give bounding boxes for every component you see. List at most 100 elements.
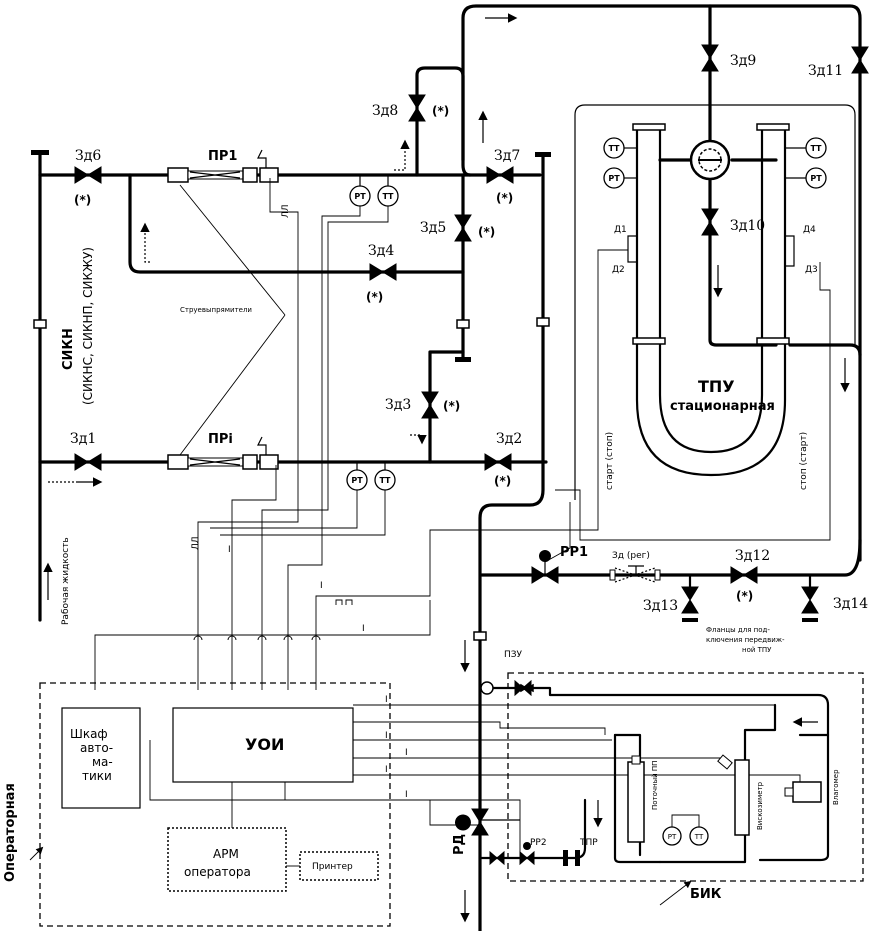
valve-labels: Зд6 (*) Зд1 Зд4 (*) Зд7 (*) Зд2 (*) Зд5 … <box>70 53 868 614</box>
flow-arrows <box>43 13 850 923</box>
valve-zd12[interactable] <box>730 566 758 584</box>
svg-text:I: I <box>385 731 388 741</box>
svg-text:ТТ: ТТ <box>383 192 394 201</box>
automation-cabinet[interactable] <box>61 707 141 809</box>
svg-text:РТ: РТ <box>608 174 620 183</box>
valve-zd8[interactable] <box>408 94 426 122</box>
svg-text:БИК: БИК <box>690 887 722 902</box>
svg-text:I: I <box>405 790 408 800</box>
svg-text:РТ: РТ <box>810 174 822 183</box>
svg-text:(*): (*) <box>736 589 753 603</box>
svg-text:Зд3: Зд3 <box>385 397 411 413</box>
svg-text:авто-: авто- <box>80 741 113 755</box>
svg-text:Влагомер: Влагомер <box>832 769 840 805</box>
bik-gauge-link <box>671 814 700 827</box>
svg-text:ЛЛ: ЛЛ <box>281 204 291 218</box>
bik-pointer <box>659 880 692 906</box>
gauge-bik-tt: ТТ <box>689 826 709 846</box>
gauge-tpu-left-rt: РТ <box>603 167 637 189</box>
svg-text:Зд4: Зд4 <box>368 243 394 259</box>
svg-text:(*): (*) <box>496 191 513 205</box>
uoi-box[interactable] <box>172 707 354 783</box>
valve-zd7[interactable] <box>486 166 514 184</box>
svg-text:ТТ: ТТ <box>694 833 704 841</box>
valve-zd14[interactable] <box>801 573 819 622</box>
svg-text:Рабочая жидкость: Рабочая жидкость <box>61 537 71 625</box>
svg-text:ПР1: ПР1 <box>208 149 237 164</box>
svg-text:ТПР: ТПР <box>579 838 598 848</box>
gauge-tpu-right-tt: ТТ <box>785 137 827 159</box>
svg-text:(СИКНС, СИКНП, СИКЖУ): (СИКНС, СИКНП, СИКЖУ) <box>81 247 95 405</box>
svg-text:Зд (рег): Зд (рег) <box>612 551 650 561</box>
svg-text:Зд9: Зд9 <box>730 53 756 69</box>
valve-zd5[interactable] <box>454 214 472 242</box>
svg-text:СИКН: СИКН <box>61 328 76 370</box>
pressure-regulator-rd-actuator <box>455 814 471 831</box>
svg-text:тики: тики <box>82 769 112 783</box>
svg-text:I: I <box>320 581 323 591</box>
valve-zd13[interactable] <box>681 573 699 622</box>
svg-text:РР2: РР2 <box>530 838 547 848</box>
tpu-frame <box>574 104 856 500</box>
gauge-tpu-right-rt: РТ <box>785 167 827 189</box>
valve-zd4[interactable] <box>369 263 397 281</box>
four-way-valve[interactable] <box>689 139 731 181</box>
viscometer <box>717 754 750 836</box>
gauge-pri-tt: ТТ <box>374 462 396 491</box>
valve-zd-reg[interactable] <box>609 565 661 583</box>
svg-text:Д4: Д4 <box>803 225 816 235</box>
svg-text:(*): (*) <box>74 193 91 207</box>
svg-text:АРМ: АРМ <box>213 847 239 861</box>
valve-zd3[interactable] <box>421 391 439 419</box>
svg-text:Зд10: Зд10 <box>730 218 765 234</box>
svg-text:Д1: Д1 <box>614 225 627 235</box>
svg-text:РР1: РР1 <box>560 545 588 560</box>
svg-text:Зд7: Зд7 <box>494 148 520 164</box>
svg-text:Зд2: Зд2 <box>496 431 522 447</box>
svg-text:Зд13: Зд13 <box>643 598 678 614</box>
density-meter <box>627 755 645 843</box>
valve-zd11[interactable] <box>851 46 869 74</box>
coupling-marks <box>33 317 550 641</box>
svg-text:ТТ: ТТ <box>811 144 822 153</box>
valve-zd10[interactable] <box>701 208 719 236</box>
svg-text:Зд11: Зд11 <box>808 63 843 79</box>
svg-text:ТТ: ТТ <box>609 144 620 153</box>
svg-text:(*): (*) <box>432 104 449 118</box>
main-pipelines <box>31 4 862 931</box>
svg-text:ЛЛ: ЛЛ <box>191 536 201 550</box>
svg-text:ПРi: ПРi <box>208 432 233 447</box>
valve-zd9[interactable] <box>701 44 719 72</box>
moisture-meter <box>784 781 822 803</box>
svg-text:РТ: РТ <box>668 833 677 841</box>
svg-text:Вискозиметр: Вискозиметр <box>756 781 764 830</box>
valve-zd1[interactable] <box>74 453 102 471</box>
arm-operator-box[interactable] <box>167 827 287 892</box>
valve-zd2[interactable] <box>484 453 512 471</box>
svg-text:Д3: Д3 <box>805 265 818 275</box>
svg-text:(*): (*) <box>494 474 511 488</box>
valve-rd[interactable] <box>471 808 489 836</box>
svg-text:Шкаф: Шкаф <box>70 727 108 741</box>
svg-text:ма-: ма- <box>92 755 113 769</box>
tpu-detector-stubs <box>627 123 795 345</box>
instrument-labels: ПР1 ПРi РР1 РР2 ПЗУ ТПР РД Д1 Д2 Д4 Д3 <box>208 149 818 855</box>
valve-zd6[interactable] <box>74 166 102 184</box>
gauge-pr1-rt: РТ <box>349 175 371 207</box>
svg-text:старт (стоп): старт (стоп) <box>605 432 615 490</box>
svg-text:I: I <box>385 765 388 775</box>
svg-text:Операторная: Операторная <box>3 783 18 882</box>
signal-hops <box>193 599 353 641</box>
text-labels: СИКН (СИКНС, СИКНП, СИКЖУ) Струевыпрямит… <box>3 204 840 902</box>
svg-text:ТТ: ТТ <box>380 476 391 485</box>
svg-text:I: I <box>405 748 408 758</box>
svg-text:Зд8: Зд8 <box>372 103 398 119</box>
gauge-tpu-left-tt: ТТ <box>603 137 637 159</box>
svg-text:Зд5: Зд5 <box>420 220 446 236</box>
svg-text:I: I <box>362 624 365 634</box>
svg-text:Принтер: Принтер <box>312 862 353 872</box>
svg-text:Зд1: Зд1 <box>70 431 96 447</box>
svg-text:ной ТПУ: ной ТПУ <box>742 646 772 654</box>
operator-room-boundary <box>39 682 391 927</box>
